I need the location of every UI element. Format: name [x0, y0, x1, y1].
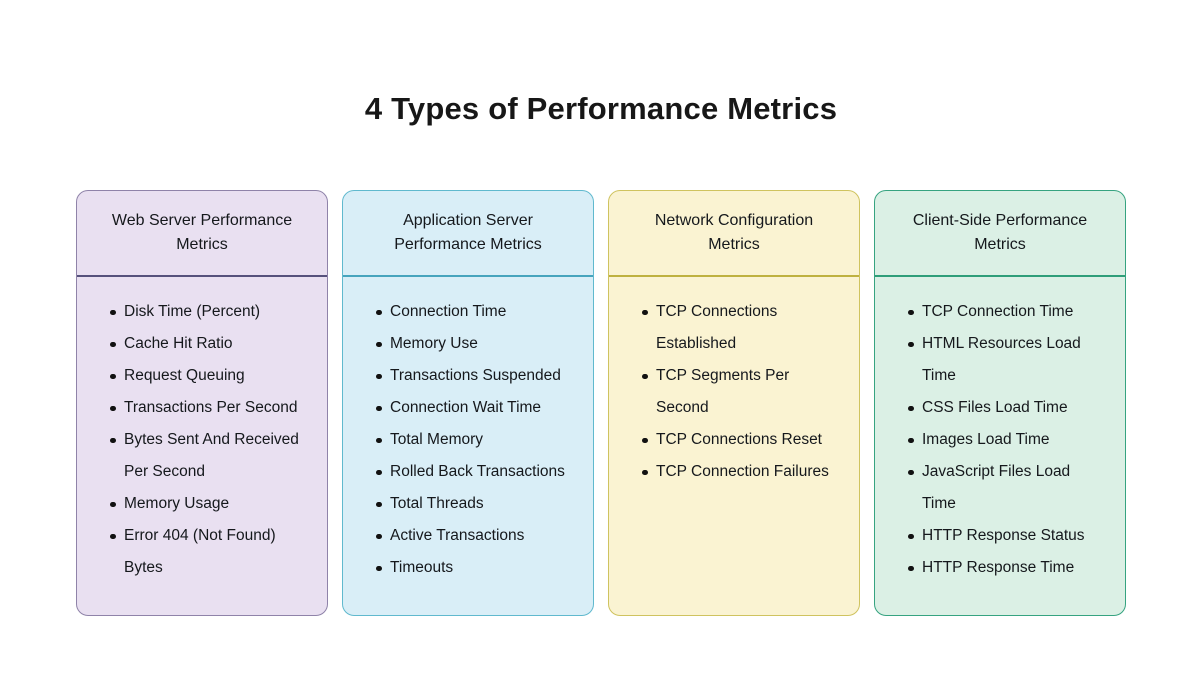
cards-row: Web Server Performance Metrics Disk Time… [76, 190, 1126, 616]
card-title: Web Server Performance Metrics [111, 212, 293, 253]
metric-item: Images Load Time [908, 424, 1105, 456]
metric-item: Connection Time [376, 296, 573, 328]
card-header: Network Configuration Metrics [609, 191, 859, 277]
page-title: 4 Types of Performance Metrics [364, 91, 838, 126]
metric-card: Network Configuration Metrics TCP Connec… [608, 190, 860, 616]
metric-item: Total Memory [376, 424, 573, 456]
metric-item: HTTP Response Status [908, 520, 1105, 552]
metric-item: Connection Wait Time [376, 392, 573, 424]
metric-item: TCP Connections Established [642, 296, 839, 360]
card-header: Client-Side Performance Metrics [875, 191, 1125, 277]
metric-card: Client-Side Performance Metrics TCP Conn… [874, 190, 1126, 616]
metric-item: TCP Connection Failures [642, 456, 839, 488]
card-header: Application Server Performance Metrics [343, 191, 593, 277]
metric-item: Total Threads [376, 488, 573, 520]
metric-item: Memory Use [376, 328, 573, 360]
metric-card: Application Server Performance Metrics C… [342, 190, 594, 616]
metric-item: Rolled Back Transactions [376, 456, 573, 488]
card-header: Web Server Performance Metrics [77, 191, 327, 277]
metric-item: CSS Files Load Time [908, 392, 1105, 424]
card-title: Application Server Performance Metrics [394, 212, 542, 253]
metric-item: Bytes Sent And Received Per Second [110, 424, 307, 488]
metric-item: HTML Resources Load Time [908, 328, 1105, 392]
metric-item: TCP Segments Per Second [642, 360, 839, 424]
card-title: Network Configuration Metrics [654, 212, 814, 253]
metric-item: HTTP Response Time [908, 552, 1105, 584]
metric-item: Error 404 (Not Found) Bytes [110, 520, 307, 584]
card-title: Client-Side Performance Metrics [912, 212, 1088, 253]
metric-item: JavaScript Files Load Time [908, 456, 1105, 520]
metric-item: Timeouts [376, 552, 573, 584]
metric-card: Web Server Performance Metrics Disk Time… [76, 190, 328, 616]
metric-item: Disk Time (Percent) [110, 296, 307, 328]
metric-item: Transactions Suspended [376, 360, 573, 392]
metric-item: TCP Connection Time [908, 296, 1105, 328]
metric-item: TCP Connections Reset [642, 424, 839, 456]
metric-item: Cache Hit Ratio [110, 328, 307, 360]
metric-item: Request Queuing [110, 360, 307, 392]
metric-item: Transactions Per Second [110, 392, 307, 424]
metric-item: Active Transactions [376, 520, 573, 552]
metric-item: Memory Usage [110, 488, 307, 520]
